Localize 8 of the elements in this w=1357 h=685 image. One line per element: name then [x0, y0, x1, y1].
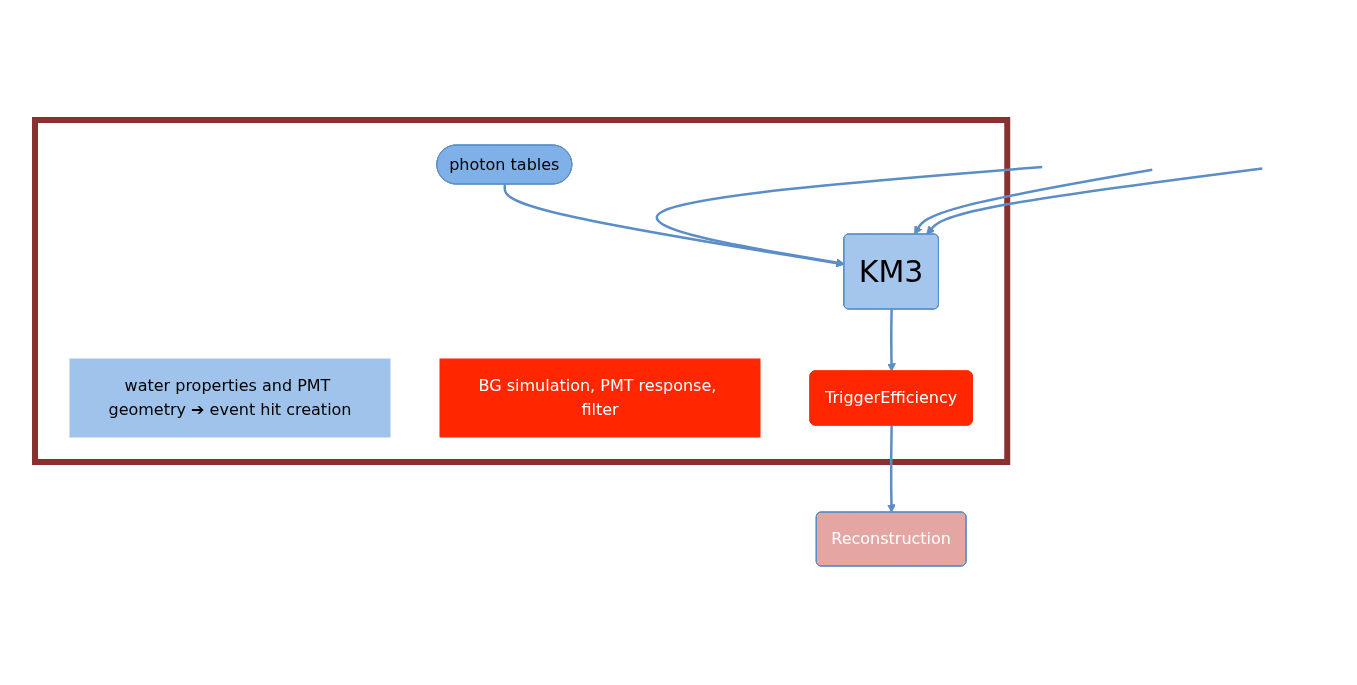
arrow — [503, 183, 845, 267]
arrow — [886, 425, 896, 513]
arrow — [925, 166, 1263, 235]
cluster — [31, 116, 1011, 465]
arrow — [913, 168, 1153, 235]
node-box: water properties and PMT geometry ➔ event hit creation — [69, 358, 391, 437]
node-box: BG simulation, PMT response, filter — [439, 358, 761, 437]
arrow — [887, 308, 896, 372]
